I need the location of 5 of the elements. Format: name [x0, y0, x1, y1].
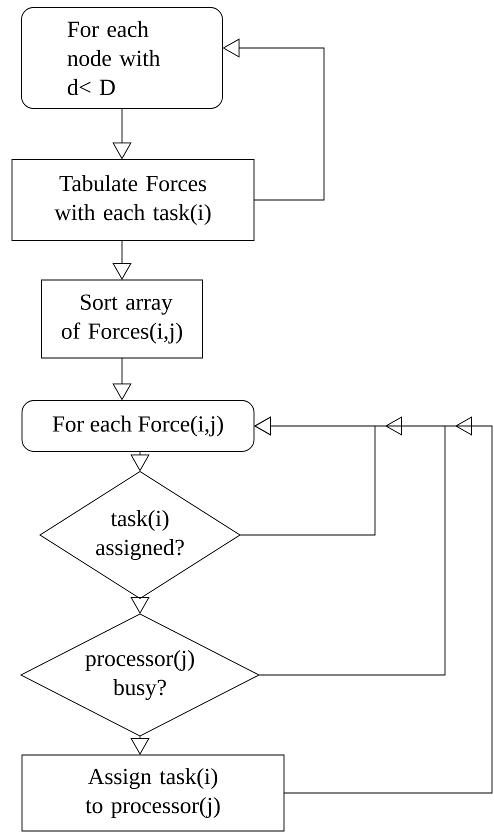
- start-box: For each node with d< D: [21, 7, 223, 109]
- process-box: Assign task(i) to processor(j): [22, 754, 284, 832]
- start-box: For each Force(i,j): [22, 400, 254, 452]
- process-box: Tabulate Forces with each task(i): [12, 159, 254, 241]
- process-box: Sort array of Forces(i,j): [41, 280, 203, 358]
